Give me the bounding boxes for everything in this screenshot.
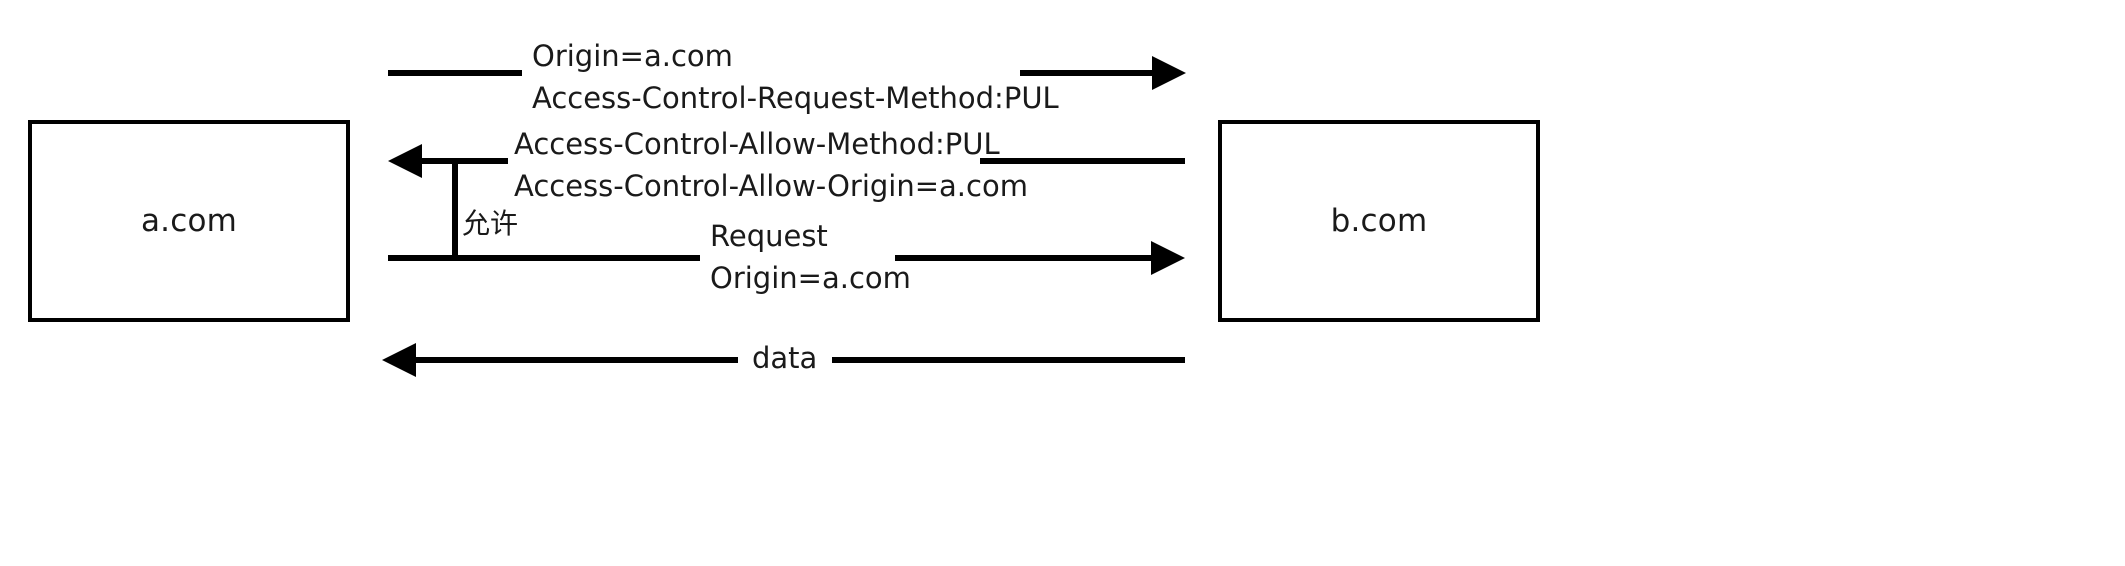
message-3-arrowhead-right-icon [1151, 241, 1185, 275]
message-4-line-1: data [752, 341, 818, 375]
message-2-arrowhead-left-icon [388, 144, 422, 178]
message-1-line-1: Origin=a.com [532, 39, 733, 73]
allow-branch-connector [452, 158, 458, 258]
message-3-left-segment [388, 255, 700, 261]
message-2-line-2: Access-Control-Allow-Origin=a.com [514, 169, 1028, 203]
message-1-right-segment [1020, 70, 1154, 76]
message-1-line-2: Access-Control-Request-Method:PUL [532, 81, 1059, 115]
message-1-arrowhead-right-icon [1152, 56, 1186, 90]
message-3-right-segment [895, 255, 1153, 261]
message-4-left-segment [414, 357, 738, 363]
message-2-right-segment [980, 158, 1185, 164]
message-1-left-segment [388, 70, 522, 76]
message-3-line-2: Origin=a.com [710, 261, 911, 295]
allow-branch-label: 允许 [462, 207, 519, 240]
node-label-b-com: b.com [1330, 202, 1428, 239]
node-box-b-com: b.com [1218, 120, 1540, 322]
node-label-a-com: a.com [140, 202, 238, 239]
message-2-left-segment [420, 158, 508, 164]
message-4-arrowhead-left-icon [382, 343, 416, 377]
message-3-line-1: Request [710, 219, 828, 253]
message-4-right-segment [832, 357, 1185, 363]
message-2-line-1: Access-Control-Allow-Method:PUL [514, 127, 1000, 161]
node-box-a-com: a.com [28, 120, 350, 322]
